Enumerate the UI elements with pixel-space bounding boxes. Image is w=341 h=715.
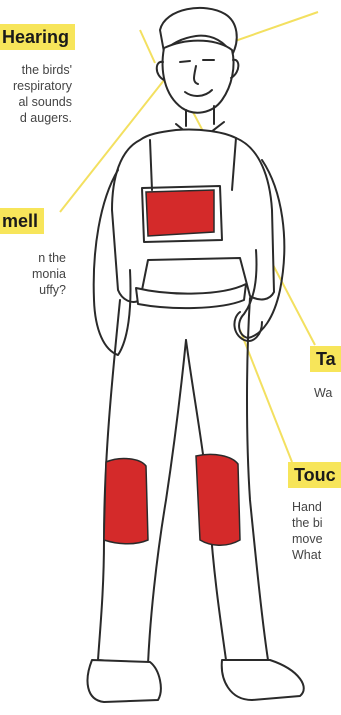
left-boot [88,660,161,702]
right-boot [222,660,304,700]
smell-line-3: uffy? [39,283,66,297]
smell-label: mell [0,208,44,234]
hearing-line-2: respiratory [13,79,72,93]
smell-line-1: n the [38,251,66,265]
smell-description: n the monia uffy? [0,250,66,298]
taste-label: Ta [310,346,341,372]
touch-description: Hand the bi move What [292,499,323,563]
touch-line-4: What [292,548,321,562]
hearing-leader-line [140,30,155,63]
hearing-line-4: d augers. [20,111,72,125]
hearing-label: Hearing [0,24,75,50]
left-knee-patch [104,459,148,544]
touch-line-3: move [292,532,323,546]
belt [136,284,246,308]
hearing-line-3: al sounds [18,95,72,109]
smell-line-2: monia [32,267,66,281]
hearing-description: the birds' respiratory al sounds d auger… [0,62,72,126]
touch-line-2: the bi [292,516,323,530]
taste-line-1: Wa [314,386,332,400]
right-knee-patch [196,454,240,545]
head [163,41,234,113]
touch-label: Touc [288,462,341,488]
hearing-line-1: the birds' [22,63,72,77]
chest-pocket-patch [146,190,214,236]
touch-line-1: Hand [292,500,322,514]
taste-description: Wa [314,385,332,401]
